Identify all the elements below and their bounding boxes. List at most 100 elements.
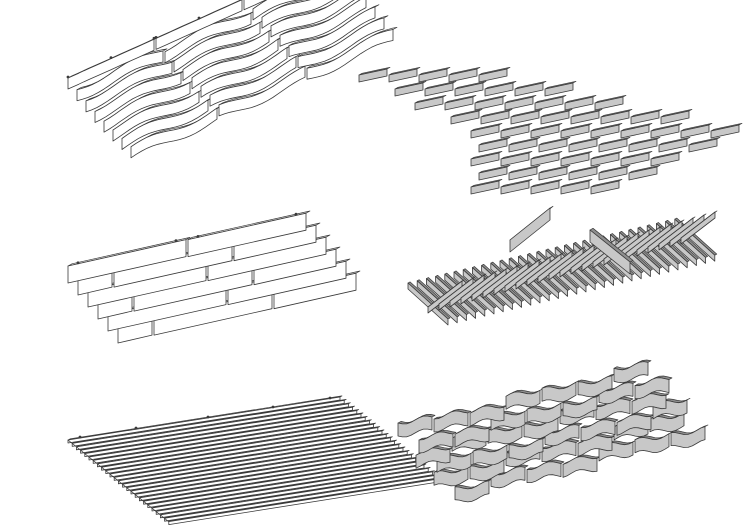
- wavy-baffle: [261, 0, 334, 29]
- grey-tile: [564, 94, 597, 111]
- grey-tile: [418, 66, 451, 83]
- grey-tile: [620, 150, 653, 167]
- hanger-dot: [271, 405, 275, 409]
- grey-tile: [560, 178, 593, 195]
- curved-tile: [526, 459, 565, 484]
- panel-chevron-blades: [407, 205, 718, 326]
- hanger-dot: [109, 56, 113, 60]
- grey-tile: [538, 164, 571, 181]
- grey-tile: [544, 80, 577, 97]
- grey-tile: [514, 80, 547, 97]
- grey-tile: [500, 122, 533, 139]
- wavy-baffle: [66, 36, 159, 90]
- panel-wavy-baffles: [66, 0, 398, 159]
- grey-tile: [560, 150, 593, 167]
- grey-tile: [480, 108, 513, 125]
- hanger-dot: [328, 396, 332, 400]
- grey-tile: [454, 80, 487, 97]
- grey-tile: [540, 108, 573, 125]
- wavy-baffle: [288, 4, 380, 57]
- grey-tile: [590, 150, 623, 167]
- linear-slat: [109, 429, 385, 478]
- panel-curved-tiles: [397, 359, 709, 503]
- grey-tile: [444, 94, 477, 111]
- hanger-dot: [206, 415, 210, 419]
- linear-slat: [84, 409, 360, 458]
- chevron-blade-b: [548, 246, 586, 281]
- panel-staggered-tiles: [358, 66, 743, 195]
- hanger-dot: [174, 239, 178, 243]
- grey-tile: [710, 122, 743, 139]
- chevron-blade-b: [537, 249, 575, 284]
- brick-baffle: [187, 210, 311, 258]
- grey-tile: [478, 66, 511, 83]
- grey-tile: [508, 164, 541, 181]
- curved-tile: [634, 431, 673, 454]
- hanger-dot: [294, 212, 298, 216]
- grey-tile: [560, 122, 593, 139]
- curved-tile: [634, 375, 673, 400]
- grey-tile: [570, 108, 603, 125]
- chevron-blade-b: [427, 279, 465, 314]
- linear-slat: [105, 426, 381, 475]
- grey-tile: [628, 164, 661, 181]
- grey-tile: [530, 150, 563, 167]
- hanger-dot: [66, 75, 70, 79]
- grey-tile: [594, 94, 627, 111]
- hanger-dot: [134, 426, 138, 430]
- wavy-baffle: [306, 26, 398, 80]
- curved-tile: [490, 464, 529, 489]
- linear-slat: [113, 432, 389, 481]
- wavy-baffle: [154, 0, 243, 50]
- grey-tile: [598, 164, 631, 181]
- wavy-baffle: [252, 0, 300, 21]
- brick-baffle: [67, 237, 191, 284]
- linear-slat: [155, 466, 431, 515]
- chevron-blade-b: [504, 258, 542, 293]
- grey-tile: [474, 94, 507, 111]
- hanger-dot: [197, 16, 201, 20]
- grey-tile: [450, 108, 483, 125]
- wavy-baffle: [243, 0, 267, 11]
- grey-tile: [530, 178, 563, 195]
- linear-slat: [147, 460, 423, 509]
- grey-tile: [388, 66, 421, 83]
- grey-tile: [600, 108, 633, 125]
- hanger-dot: [76, 261, 80, 265]
- linear-slat: [122, 439, 397, 488]
- grey-tile: [478, 164, 511, 181]
- grey-tile: [688, 136, 721, 153]
- curved-tile: [562, 454, 601, 478]
- wavy-baffle: [297, 15, 389, 68]
- linear-slat: [159, 470, 435, 519]
- grey-tile: [470, 178, 503, 195]
- grey-tile: [620, 122, 653, 139]
- linear-slat: [134, 449, 410, 498]
- linear-slat: [71, 398, 347, 447]
- hanger-dot: [196, 235, 200, 238]
- curved-tile: [397, 414, 436, 438]
- linear-slat: [126, 443, 402, 492]
- grey-tile: [660, 108, 693, 125]
- chevron-blade-b: [658, 216, 696, 251]
- linear-slat: [101, 422, 376, 471]
- linear-slat: [92, 415, 368, 464]
- wavy-baffle: [279, 0, 367, 47]
- grey-tile: [530, 122, 563, 139]
- linear-slat: [80, 405, 355, 454]
- linear-slat: [67, 395, 343, 444]
- grey-tile: [628, 136, 661, 153]
- curved-tile: [418, 429, 457, 454]
- curved-tile: [616, 412, 655, 436]
- curved-tile: [580, 417, 619, 442]
- linear-slat: [118, 436, 393, 485]
- grey-tile: [510, 108, 543, 125]
- panel-linear-slats: [67, 395, 444, 525]
- chevron-blade-b: [680, 210, 718, 245]
- linear-slat: [138, 453, 414, 502]
- slat-edge: [67, 439, 170, 523]
- linear-slat: [151, 463, 427, 512]
- grey-tile: [478, 136, 511, 153]
